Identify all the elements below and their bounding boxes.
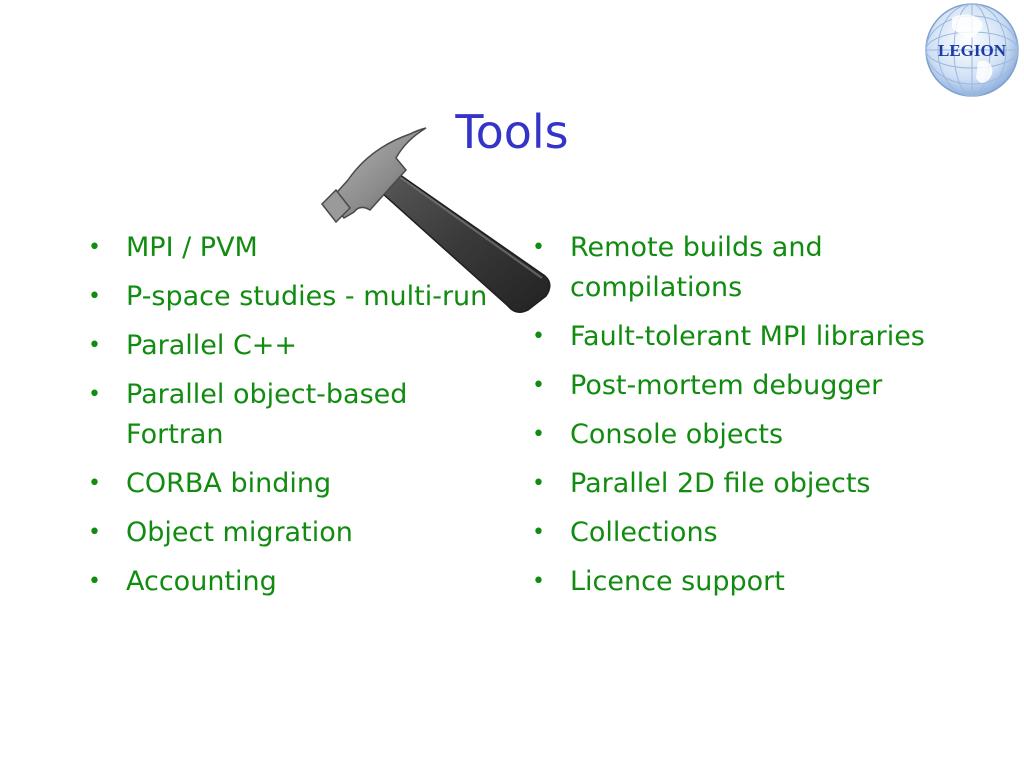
- bullet-icon: •: [532, 324, 545, 349]
- list-item: • Parallel 2D file objects: [532, 464, 972, 504]
- bullet-icon: •: [88, 520, 101, 545]
- list-item-text: Remote builds and compilations: [570, 232, 823, 303]
- list-item-text: Parallel C++: [126, 330, 298, 361]
- list-item-text: Fault-tolerant MPI libraries: [570, 321, 925, 352]
- left-bullet-list: •MPI / PVM •P-space studies - multi-run …: [88, 228, 488, 611]
- list-item: • Remote builds and compilations: [532, 228, 972, 308]
- bullet-icon: •: [532, 471, 545, 496]
- bullet-icon: •: [532, 569, 545, 594]
- list-item: • CORBA binding: [88, 464, 488, 504]
- hammer-icon: [321, 127, 551, 313]
- list-item-text: Licence support: [570, 566, 785, 597]
- list-item: • Collections: [532, 513, 972, 553]
- list-item-text: Console objects: [570, 419, 784, 450]
- list-item: • Fault-tolerant MPI libraries: [532, 317, 972, 357]
- bullet-icon: •: [532, 373, 545, 398]
- slide-title: Tools: [455, 105, 569, 159]
- list-item-text: Accounting: [126, 566, 277, 597]
- list-item-text: Parallel 2D file objects: [570, 468, 871, 499]
- bullet-icon: •: [532, 520, 545, 545]
- bullet-icon: •: [88, 471, 101, 496]
- list-item: • Parallel object-based Fortran: [88, 375, 488, 455]
- bullet-icon: •: [532, 422, 545, 447]
- list-item-text: Post-mortem debugger: [570, 370, 883, 401]
- bullet-icon: •: [532, 235, 545, 260]
- bullet-icon: •: [88, 235, 101, 260]
- list-item: • Licence support: [532, 562, 972, 602]
- list-item-text: Parallel object-based Fortran: [126, 379, 408, 450]
- list-item: • MPI / PVM: [88, 228, 488, 268]
- list-item: • Object migration: [88, 513, 488, 553]
- bullet-icon: •: [88, 569, 101, 594]
- list-item: • Post-mortem debugger: [532, 366, 972, 406]
- list-item: • Parallel C++: [88, 326, 488, 366]
- list-item-text: P-space studies - multi-run: [126, 281, 488, 312]
- logo-text: LEGION: [938, 41, 1007, 60]
- list-item: • Accounting: [88, 562, 488, 602]
- bullet-icon: •: [88, 333, 101, 358]
- list-item: • Console objects: [532, 415, 972, 455]
- right-bullet-list: • Remote builds and compilations • Fault-t…: [532, 228, 972, 611]
- list-item-text: Object migration: [126, 517, 353, 548]
- list-item-text: Collections: [570, 517, 718, 548]
- list-item: • P-space studies - multi-run: [88, 277, 488, 317]
- list-item-text: CORBA binding: [126, 468, 332, 499]
- bullet-icon: •: [88, 382, 101, 407]
- list-item-text: MPI / PVM: [126, 232, 258, 263]
- globe-logo-icon: LEGION: [925, 3, 1019, 97]
- bullet-icon: •: [88, 284, 101, 309]
